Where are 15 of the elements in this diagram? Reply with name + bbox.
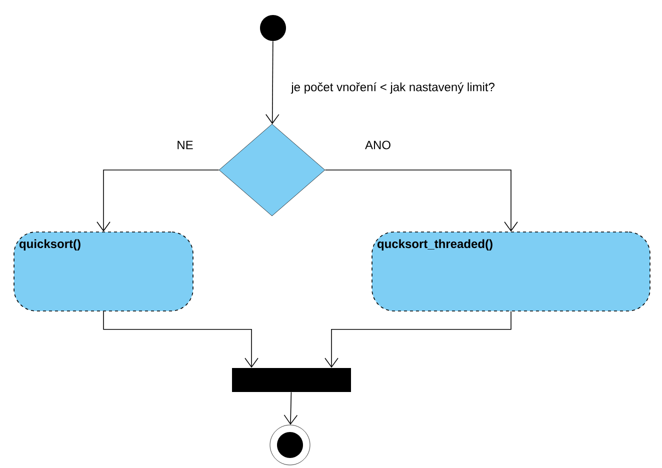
arrow	[266, 40, 280, 124]
sync-bar	[232, 368, 351, 392]
edge-label: ANO	[364, 140, 392, 150]
initial-node	[260, 15, 286, 41]
edge-label: je počet vnoření < jak nastavený limit?	[290, 81, 496, 95]
action-box: quicksort()	[14, 232, 194, 312]
edge-label: NE	[176, 140, 194, 150]
arrow	[324, 311, 512, 368]
action-box: qucksort_threaded()	[372, 232, 650, 312]
arrow	[284, 392, 298, 425]
final-node	[270, 424, 310, 466]
decision-diamond	[218, 124, 326, 216]
arrow	[96, 170, 220, 232]
arrow	[103, 311, 258, 368]
arrow	[324, 170, 518, 232]
